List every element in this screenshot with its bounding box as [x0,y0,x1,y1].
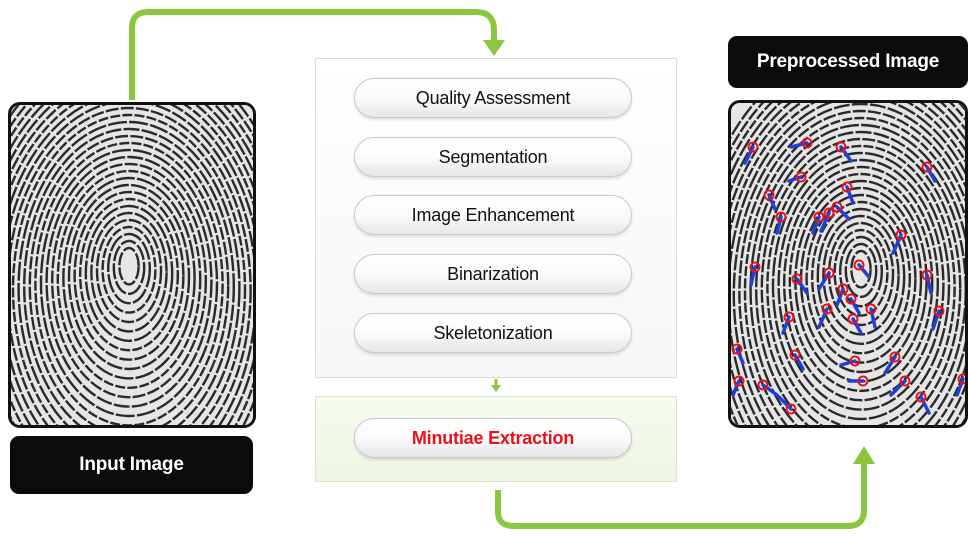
minutia-marker-22 [865,303,877,329]
step-skeletonization: Skeletonization [354,313,632,353]
minutia-marker-5 [787,171,807,183]
minutia-marker-3 [921,161,937,183]
arrow-extraction-to-output [495,462,867,529]
minutia-marker-23 [931,305,945,331]
minutia-marker-12 [749,261,761,287]
step-segmentation: Segmentation [354,137,632,177]
minutia-marker-2 [835,141,853,163]
step-minutiae-extraction: Minutiae Extraction [354,418,632,458]
minutia-marker-4 [763,189,777,211]
minutia-marker-30 [847,375,869,387]
arrow-head-up-output [853,446,875,464]
minutia-marker-34 [777,395,797,415]
minutia-marker-19 [781,311,795,335]
minutia-marker-24 [731,343,745,365]
minutia-marker-1 [789,137,813,149]
input-fingerprint-image [8,102,256,428]
minutia-marker-14 [817,267,835,291]
minutia-marker-0 [743,141,759,165]
minutia-marker-27 [883,351,901,375]
step-quality-assessment: Quality Assessment [354,78,632,118]
minutia-marker-26 [839,355,861,367]
minutia-marker-15 [853,259,871,279]
minutia-marker-28 [731,375,745,397]
minutia-marker-13 [791,273,809,295]
input-image-label: Input Image [10,436,253,494]
minutia-marker-18 [921,269,933,295]
arrow-head-down-extraction [491,385,501,392]
minutia-marker-31 [889,375,911,397]
fingerprint-image-right [731,103,965,425]
preprocessed-fingerprint-image [728,100,968,428]
step-image-enhancement: Image Enhancement [354,195,632,235]
minutia-marker-17 [845,293,861,315]
minutia-marker-11 [891,229,907,255]
minutia-marker-33 [955,373,965,397]
minutia-marker-32 [915,391,931,415]
step-binarization: Binarization [354,254,632,294]
arrow-head-down-steps [483,40,505,56]
minutia-marker-7 [775,211,787,235]
minutia-marker-20 [817,303,833,329]
minutia-marker-8 [811,211,825,235]
fingerprint-image-left [11,105,253,425]
minutia-marker-21 [847,313,863,335]
minutia-marker-10 [831,201,851,221]
minutia-marker-9 [819,207,835,233]
minutia-marker-6 [841,181,855,205]
minutia-marker-16 [835,283,849,307]
minutia-marker-25 [789,349,805,371]
minutia-marker-29 [757,379,779,397]
arrow-input-to-steps [129,9,497,100]
preprocessed-image-label: Preprocessed Image [728,36,968,88]
